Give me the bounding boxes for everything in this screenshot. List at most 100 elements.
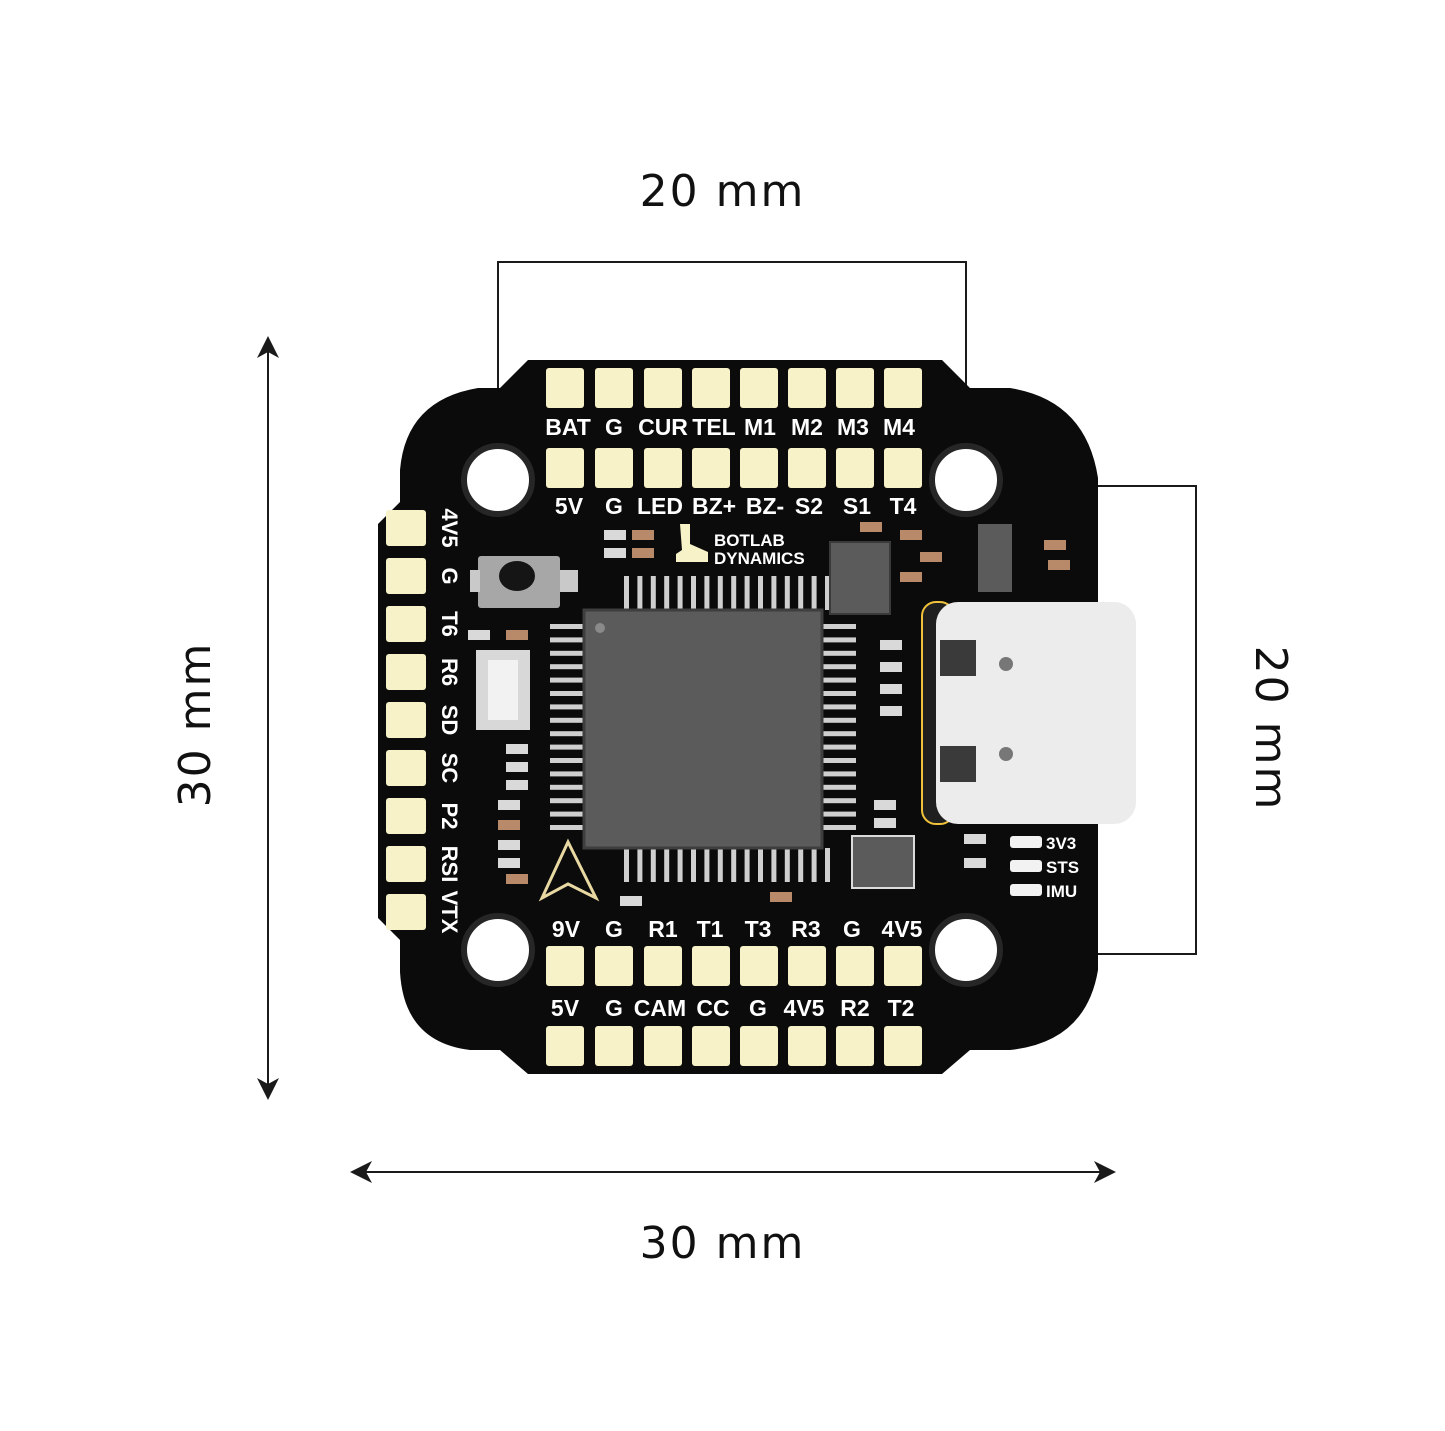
mcu-pin [704, 848, 710, 882]
smd-component [1048, 560, 1070, 570]
mcu-pin [798, 848, 804, 882]
mounting-holes [461, 443, 1003, 987]
mcu-pin [811, 576, 817, 610]
pad-label: T3 [745, 916, 772, 942]
mcu-pin [550, 717, 584, 723]
smd-component [900, 572, 922, 582]
pad-label: M3 [837, 414, 869, 440]
smd-component [506, 744, 528, 754]
pad-label: M2 [791, 414, 823, 440]
brand-name-line-2: DYNAMICS [714, 549, 805, 568]
mcu-pin [744, 576, 750, 610]
pad-labels-bottom-row-1: 9V G R1 T1 T3 R3 G 4V5 [552, 916, 923, 942]
smd-component [1044, 540, 1066, 550]
mcu-pin [771, 848, 777, 882]
mcu-pin [822, 677, 856, 683]
mcu-pin [550, 798, 584, 804]
mcu-pin [822, 798, 856, 804]
mcu-pin [744, 848, 750, 882]
passive-components [468, 522, 1070, 906]
pad-label: M1 [744, 414, 776, 440]
mcu-pin [822, 811, 856, 817]
pad-label: T1 [697, 916, 724, 942]
mcu-pin [798, 576, 804, 610]
pad-label: 9V [552, 916, 581, 942]
pad-label: 4V5 [882, 916, 923, 942]
mcu-pin [550, 664, 584, 670]
mcu-pin [550, 771, 584, 777]
pad-label: G [437, 567, 462, 584]
smd-component [770, 892, 792, 902]
bottom-arrow-left-head [350, 1161, 372, 1183]
pad-label: CC [696, 995, 729, 1021]
dimension-arrowheads [257, 336, 1116, 1183]
mcu-pin [822, 704, 856, 710]
mcu-pin [822, 650, 856, 656]
smd-component [632, 530, 654, 540]
smd-component [860, 522, 882, 532]
pad-labels-bottom-row-2: 5V G CAM CC G 4V5 R2 T2 [551, 995, 914, 1021]
pad-label: S1 [843, 493, 871, 519]
mcu-pin [822, 624, 856, 629]
mcu-pin [550, 624, 584, 629]
mcu-pin [784, 576, 790, 610]
mcu-pin [550, 744, 584, 750]
smd-component [874, 800, 896, 810]
mcu-pin [811, 848, 817, 882]
smd-component [498, 820, 520, 830]
smd-component [604, 548, 626, 558]
mcu-pin [822, 731, 856, 737]
mcu-pin [624, 848, 629, 882]
mcu-pin [758, 576, 763, 610]
pad-label: G [749, 995, 767, 1021]
mcu-pin [825, 848, 830, 882]
mcu-pin [550, 637, 584, 643]
pad-label: RSI [437, 846, 462, 883]
baro-chip [829, 541, 891, 615]
pad-label: LED [637, 493, 683, 519]
pad-label: R2 [840, 995, 869, 1021]
led-sts [1010, 860, 1042, 872]
bottom-pad-row-2 [546, 1026, 922, 1066]
brand-logo: BOTLAB DYNAMICS [676, 524, 805, 568]
top-width-dimension-label: 20 mm [639, 166, 806, 217]
mounting-hole-bottom-left [461, 913, 535, 987]
mcu-pin [822, 784, 856, 790]
pad-label: G [605, 995, 623, 1021]
mcu-pin [825, 576, 830, 610]
led-imu [1010, 884, 1042, 896]
mcu-pin [771, 576, 777, 610]
smd-component [620, 896, 642, 906]
solder-pads [386, 368, 922, 1066]
smd-component [506, 630, 528, 640]
mcu-pin [550, 784, 584, 790]
smd-component [498, 840, 520, 850]
smd-component [880, 684, 902, 694]
smd-component [632, 548, 654, 558]
pad-label: G [605, 916, 623, 942]
mcu-pin [704, 576, 710, 610]
brand-logo-mark [676, 524, 708, 562]
pad-labels-top-row-1: BAT G CUR TEL M1 M2 M3 M4 [545, 414, 915, 440]
mcu-pin [691, 576, 696, 610]
pad-labels-left-column: 4V5 G T6 R6 SD SC P2 RSI VTX [437, 508, 462, 933]
pad-label: R1 [648, 916, 678, 942]
mcu-pin [550, 758, 584, 763]
pad-label: 4V5 [784, 995, 825, 1021]
smd-component [506, 780, 528, 790]
smd-component [874, 818, 896, 828]
mounting-hole-bottom-right [929, 913, 1003, 987]
bottom-arrow-right-head [1094, 1161, 1116, 1183]
mcu-pin [637, 848, 643, 882]
arrow-logo [538, 838, 600, 902]
pad-label: S2 [795, 493, 823, 519]
mcu-pin [677, 848, 683, 882]
pad-label: G [605, 414, 623, 440]
mcu-pin [664, 576, 670, 610]
mcu-pin [637, 576, 643, 610]
mcu-pin [758, 848, 763, 882]
left-arrow-bottom-head [257, 1078, 279, 1100]
boot-button [470, 556, 578, 608]
pad-label: CAM [634, 995, 686, 1021]
pad-label: SD [437, 705, 462, 736]
